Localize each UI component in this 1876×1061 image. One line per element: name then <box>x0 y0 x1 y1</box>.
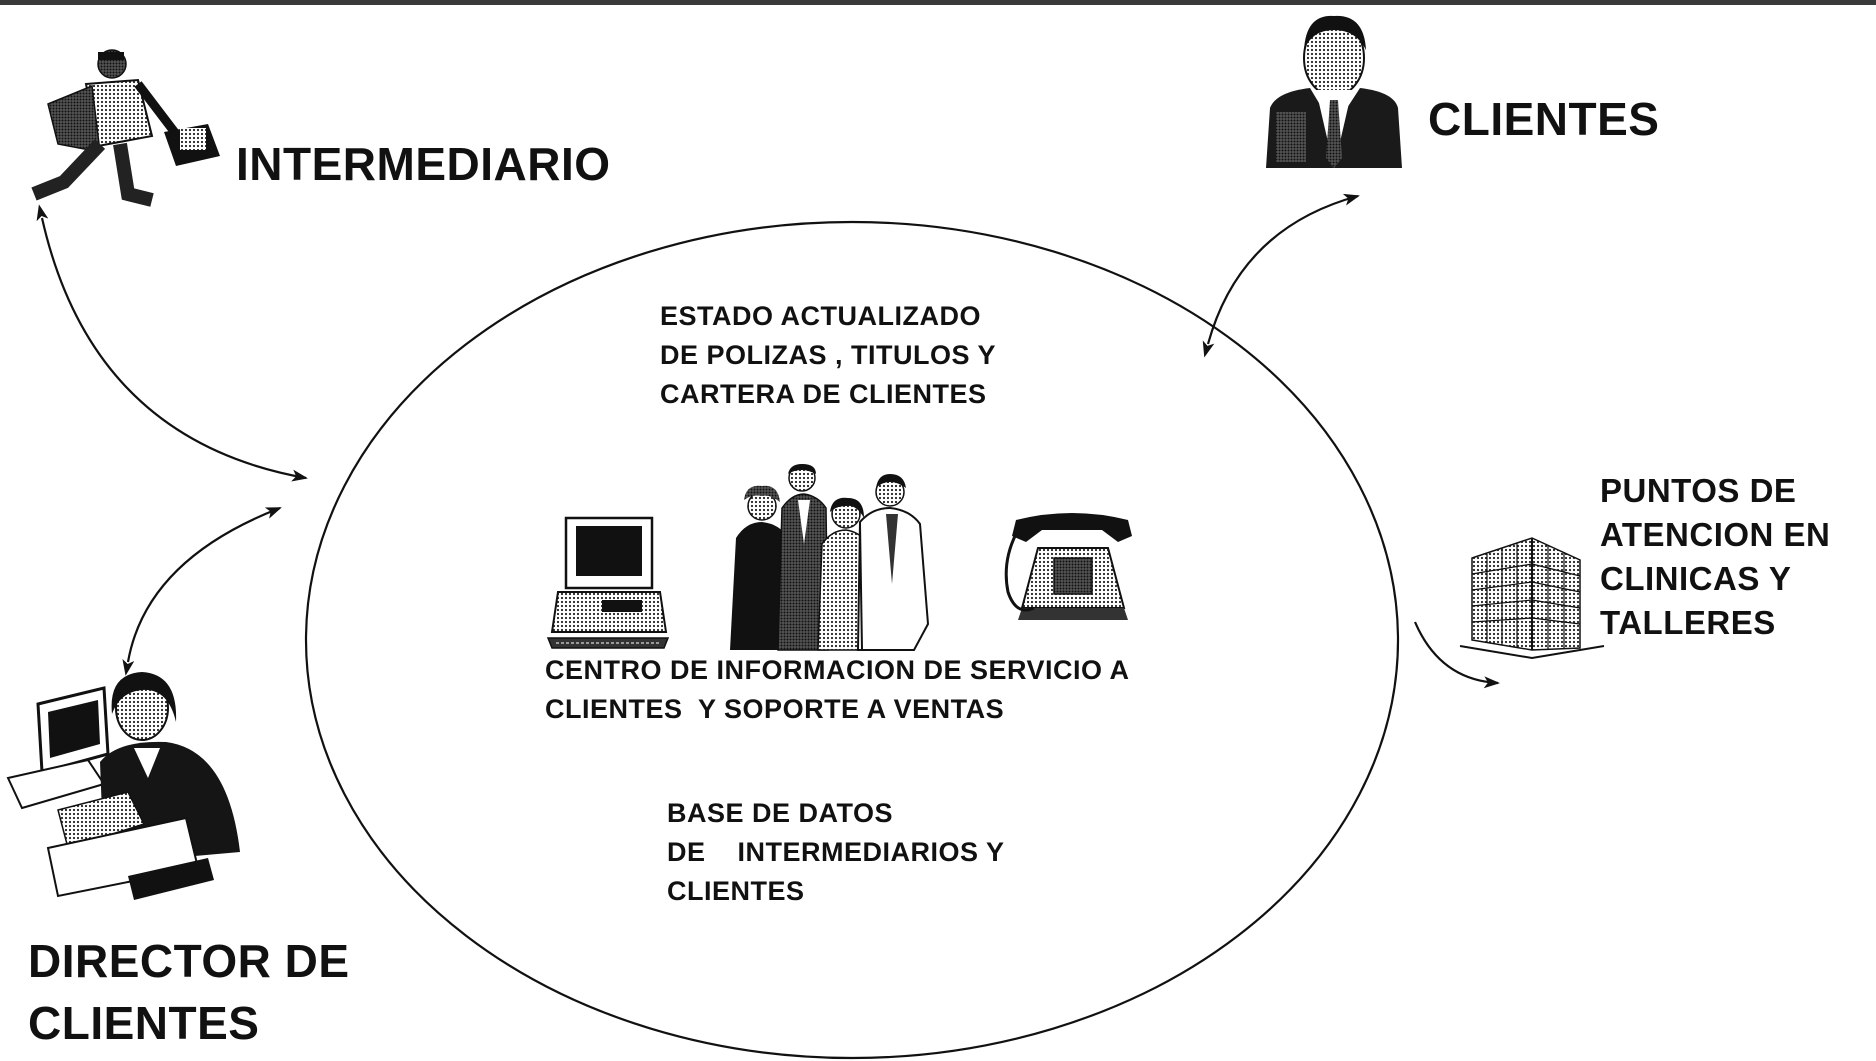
estado-actualizado-text: ESTADO ACTUALIZADO DE POLIZAS , TITULOS … <box>660 297 996 414</box>
arrow-center-puntos <box>1413 621 1500 689</box>
puntos-atencion-line: ATENCION EN <box>1600 516 1831 553</box>
telephone-icon <box>1004 513 1132 620</box>
computer-terminal-icon <box>546 516 670 649</box>
centro-line: CENTRO DE INFORMACION DE SERVICIO A <box>545 655 1130 685</box>
director-line: CLIENTES <box>28 997 260 1049</box>
intermediario-label: INTERMEDIARIO <box>236 138 611 190</box>
base-de-datos-text: BASE DE DATOS DE INTERMEDIARIOS Y CLIENT… <box>667 794 1005 911</box>
clientes-label: CLIENTES <box>1428 93 1660 145</box>
businessman-portrait-icon <box>1266 15 1402 168</box>
base-line: BASE DE DATOS <box>667 798 894 828</box>
puntos-atencion-line: CLINICAS Y <box>1600 560 1792 597</box>
puntos-atencion-label: PUNTOS DE ATENCION EN CLINICAS Y TALLERE… <box>1600 469 1830 645</box>
office-building-icon <box>1459 537 1605 660</box>
centro-informacion-text: CENTRO DE INFORMACION DE SERVICIO A CLIE… <box>545 651 1130 729</box>
top-border <box>0 0 1876 5</box>
woman-at-computer-icon <box>6 672 240 900</box>
central-system-ellipse <box>304 220 1400 1060</box>
centro-line: CLIENTES Y SOPORTE A VENTAS <box>545 694 1005 724</box>
puntos-atencion-line: PUNTOS DE <box>1600 472 1797 509</box>
people-group-icon <box>730 464 930 651</box>
estado-line: CARTERA DE CLIENTES <box>660 379 987 409</box>
arrow-director-center <box>122 506 282 676</box>
arrow-clientes-center <box>1202 193 1360 358</box>
base-line: DE INTERMEDIARIOS Y <box>667 837 1005 867</box>
director-line: DIRECTOR DE <box>28 935 350 987</box>
director-clientes-label: DIRECTOR DE CLIENTES <box>28 930 350 1054</box>
puntos-atencion-line: TALLERES <box>1600 604 1776 641</box>
estado-line: ESTADO ACTUALIZADO <box>660 301 981 331</box>
estado-line: DE POLIZAS , TITULOS Y <box>660 340 997 370</box>
walking-businessman-icon <box>31 49 220 207</box>
arrow-intermediario-center <box>36 204 308 482</box>
base-line: CLIENTES <box>667 876 805 906</box>
